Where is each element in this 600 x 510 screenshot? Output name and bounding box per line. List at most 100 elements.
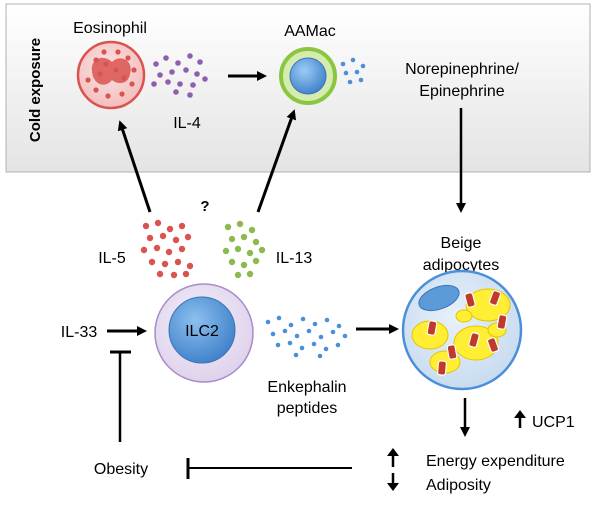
il4-dot [187,92,193,98]
mitochondrion [496,314,508,330]
enkephalin-dot [265,319,271,325]
il4-dot [163,55,169,61]
enkephalin-dot [312,321,318,327]
eosinophil-granule [93,57,99,63]
enkephalin-dot [287,340,293,346]
eosinophil-granule [115,49,121,55]
il4-label: IL-4 [173,115,201,132]
enkephalin-dot [276,315,282,321]
eosinophil-granule [101,49,107,55]
mitochondrion [446,344,458,360]
il4-dot [177,81,183,87]
eosinophil-granules [85,49,137,99]
cold-exposure-label: Cold exposure [27,38,44,142]
il13-dot [248,226,256,234]
il5-dot [153,244,161,252]
obesity-inhibition-line [110,350,131,442]
adiposity-label: Adiposity [426,477,491,494]
il4-dot [157,72,163,78]
arrow-il5-to-eosinophil [117,120,152,213]
il5-dot [148,258,156,266]
enkephalin-dot [293,352,299,358]
mitochondrion [426,320,438,336]
il5-dot [159,232,167,240]
il5-dot [161,260,169,268]
aamac-dot [343,70,349,76]
aamac-dot [347,79,353,85]
il4-dot [173,89,179,95]
enkephalin-dot [336,323,342,329]
il33-label: IL-33 [61,324,98,341]
il13-dot [252,257,260,265]
energy-up-arrow-icon [387,448,399,467]
eosinophil-granule [121,75,127,81]
question-mark: ? [200,198,209,215]
il13-label: IL-13 [276,250,313,267]
il4-dot [183,67,189,73]
il4-dot [194,71,200,77]
eosinophil-granule [119,91,125,97]
il4-dot [169,69,175,75]
beige-label-line2: adipocytes [423,257,500,274]
il13-dot [258,246,266,254]
aamac-dot [360,63,366,69]
il4-dot [175,60,181,66]
enkephalin-dot [306,328,312,334]
beige-label-line1: Beige [441,235,482,252]
aamac-secreted-dots [340,57,366,85]
enkephalin-dot [300,316,306,322]
il4-dot [187,53,193,59]
il5-dot [166,225,174,233]
eosinophil-granule [85,77,91,83]
enkephalin-dot [282,328,288,334]
eosinophil-granule [131,67,137,73]
il13-dot [246,249,254,257]
enkephalin-dot [330,329,336,335]
il5-dot [184,233,192,241]
il5-dot [142,222,150,230]
il4-dot [202,76,208,82]
aamac-dot [340,61,346,67]
norepinephrine-label: Norepinephrine/ [405,61,519,78]
il5-dot [165,248,173,256]
il5-label: IL-5 [98,250,126,267]
aamac-label: AAMac [284,23,336,40]
enkephalin-dot [335,342,341,348]
il5-dot [146,234,154,242]
peptides-label: peptides [277,400,338,417]
il5-dot [172,236,180,244]
il5-dot [154,219,162,227]
enkephalin-dots [265,315,348,359]
beige-adipocyte-cell [401,269,523,391]
adiposity-down-arrow-icon [387,473,399,491]
aamac-cell [279,47,337,105]
il4-dots [151,53,208,98]
il4-dot [151,81,157,87]
energy-expenditure-label: Energy expenditure [426,453,565,470]
eosinophil-granule [93,87,99,93]
mitochondrion [464,292,476,308]
il4-dot [165,79,171,85]
il13-dots [222,220,266,279]
il13-dot [222,247,230,255]
aamac-dot [354,69,360,75]
il5-dot [186,262,194,270]
il5-dots [140,219,194,279]
enkephalin-dot [294,333,300,339]
enkephalin-dot [318,334,324,340]
il5-dot [182,270,190,278]
eosinophil-cell [76,40,146,110]
mitochondria [426,290,508,376]
il4-dot [197,59,203,65]
energy-inhibits-obesity-line [186,458,352,479]
enkephalin-dot [317,353,323,359]
il13-dot [224,223,232,231]
il4-dot [153,61,159,67]
il5-dot [174,258,182,266]
mitochondrion [486,337,500,353]
ucp1-label: UCP1 [532,414,575,431]
enkephalin-dot [323,346,329,352]
eosinophil-nucleus [91,57,131,85]
mitochondrion [488,290,502,306]
